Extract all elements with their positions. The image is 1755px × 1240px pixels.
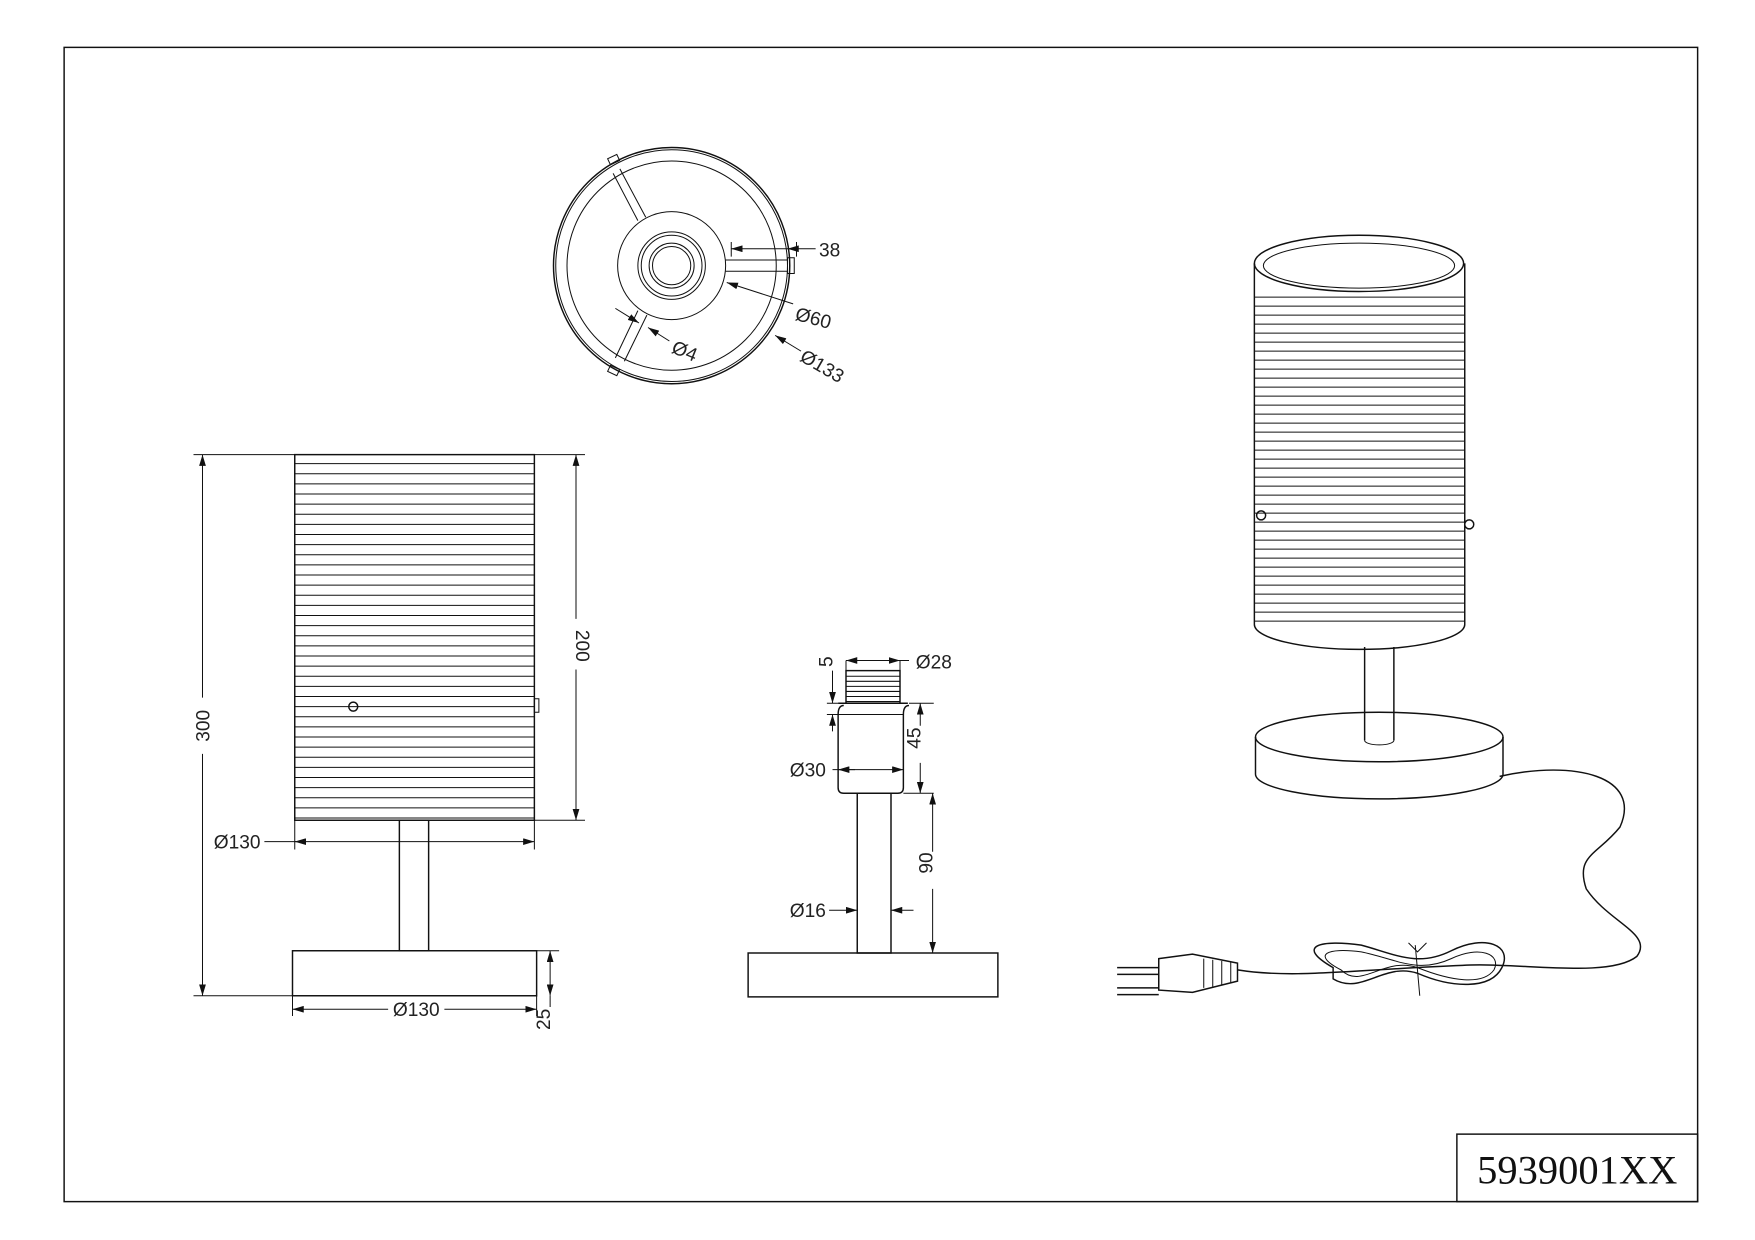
dim-base-d130: Ø130	[393, 1000, 440, 1021]
spoke-upper	[612, 168, 647, 221]
spoke-right	[725, 259, 788, 272]
dim-d60: Ø60	[793, 304, 833, 334]
power-cord	[1237, 769, 1642, 975]
dim-d28: Ø28	[916, 652, 952, 673]
screw-icon	[1464, 519, 1475, 530]
title-block: 5939001XX	[1456, 1133, 1699, 1203]
dim-25: 25	[534, 1009, 555, 1030]
dim-5: 5	[817, 656, 838, 667]
stem	[856, 792, 892, 954]
dim-45: 45	[904, 727, 925, 748]
dim-d16: Ø16	[790, 901, 826, 922]
shade	[1253, 263, 1466, 651]
dim-d4: Ø4	[669, 337, 701, 366]
base	[1254, 737, 1504, 800]
drawing-frame	[63, 46, 1699, 1203]
perspective-view	[1117, 234, 1642, 996]
socket-body	[837, 702, 910, 794]
part-number: 5939001XX	[1477, 1148, 1677, 1193]
dim-d30: Ø30	[790, 760, 826, 781]
base	[291, 950, 538, 997]
dim-shade-d130: Ø130	[214, 832, 261, 853]
plug-icon	[1158, 953, 1239, 994]
top-view: 38 Ø60 Ø4 Ø133	[552, 146, 847, 388]
side-view: 300 200 Ø130 Ø130 25	[193, 453, 592, 1030]
stem-view: Ø28 5 45 Ø30 90 Ø16	[747, 652, 999, 998]
dim-200: 200	[571, 630, 592, 662]
dim-300: 300	[193, 710, 214, 742]
screw-icon	[1255, 510, 1267, 521]
dim-d133: Ø133	[796, 346, 847, 388]
shade	[294, 453, 536, 821]
screw-icon	[348, 701, 359, 712]
socket-thread	[845, 669, 901, 704]
cord-coil	[1313, 941, 1505, 986]
stem	[398, 819, 430, 952]
dim-38: 38	[819, 241, 840, 262]
base	[747, 952, 999, 998]
stem	[1363, 647, 1395, 741]
dim-90: 90	[917, 852, 938, 873]
